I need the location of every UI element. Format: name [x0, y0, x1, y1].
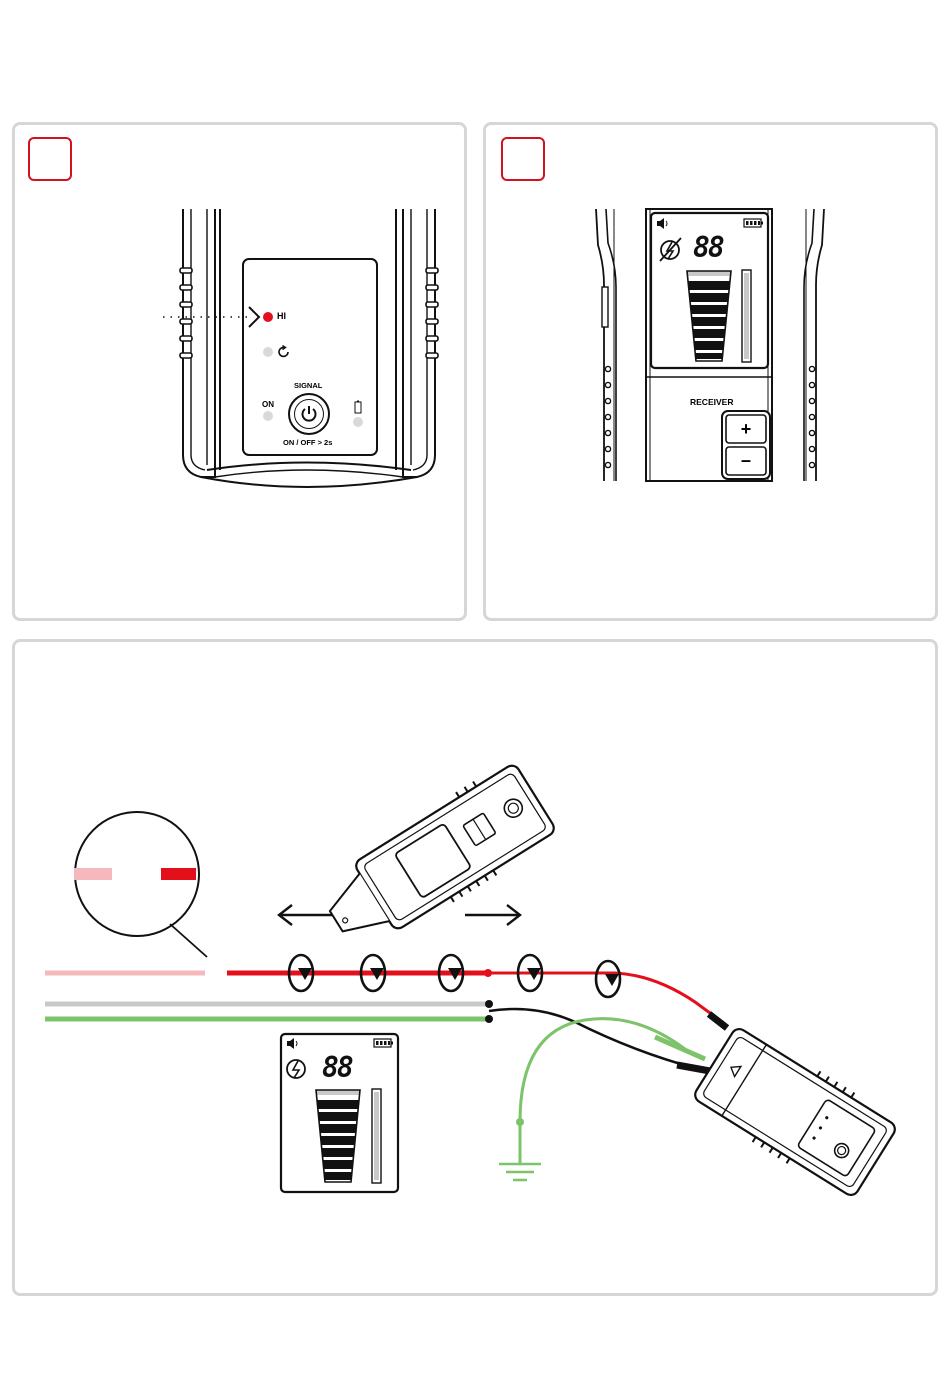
receiver-minus-button[interactable]: – — [729, 446, 763, 474]
led-refresh — [263, 347, 273, 357]
power-caption: ON / OFF > 2s — [283, 438, 332, 447]
transmitter-device — [689, 1021, 901, 1203]
panel-setup: 88 — [12, 639, 938, 1296]
receiver-display-digits: 88 — [693, 231, 723, 264]
transmitter-illustration — [15, 125, 464, 618]
setup-illustration — [15, 642, 935, 1293]
panel-step-1: HI ON SIGNAL ON / OFF > 2s — [12, 122, 467, 621]
led-on-label: ON — [262, 400, 274, 409]
signal-label: SIGNAL — [294, 381, 322, 390]
receiver-illustration — [486, 125, 935, 618]
refresh-icon — [277, 345, 291, 359]
led-battery — [353, 417, 363, 427]
led-hi — [263, 312, 273, 322]
arrow-left-icon — [279, 905, 332, 925]
receiver-section-label: RECEIVER — [690, 397, 733, 407]
receiver-plus-button[interactable]: + — [729, 415, 763, 443]
ground-icon — [499, 1164, 541, 1180]
power-icon — [299, 404, 319, 424]
panel-step-2: 88 RECEIVER + – — [483, 122, 938, 621]
receiver-probe — [312, 758, 560, 961]
battery-icon — [354, 400, 362, 414]
power-button[interactable] — [288, 393, 330, 435]
led-hi-label: HI — [277, 311, 286, 321]
wire-magnifier — [74, 812, 207, 957]
arrow-right-icon — [465, 905, 520, 925]
setup-display-digits: 88 — [322, 1051, 352, 1084]
led-on — [263, 411, 273, 421]
